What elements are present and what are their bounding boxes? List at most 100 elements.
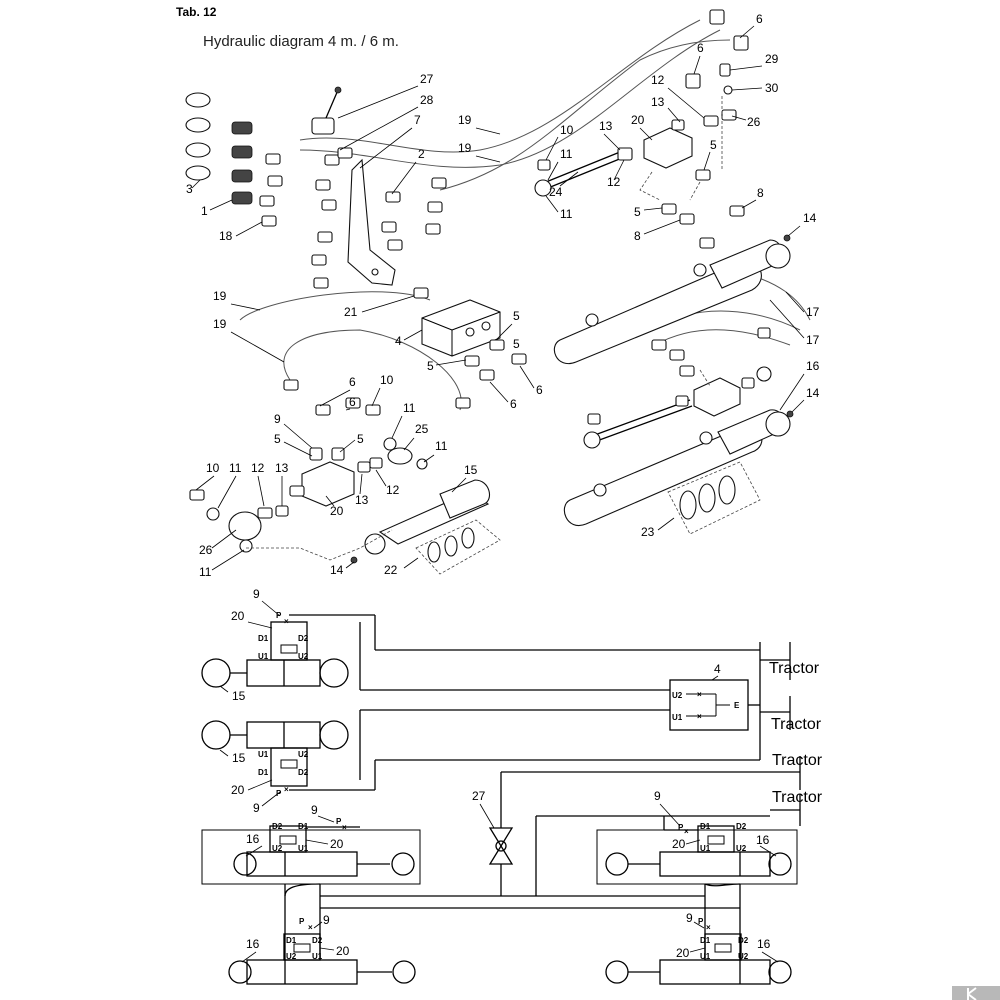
svg-text:12: 12 xyxy=(386,483,400,497)
svg-text:×: × xyxy=(284,785,289,794)
valve-block-4 xyxy=(413,287,527,409)
nipple-icon xyxy=(259,195,275,207)
svg-text:26: 26 xyxy=(747,115,761,129)
svg-text:11: 11 xyxy=(560,147,573,161)
svg-text:U2: U2 xyxy=(286,952,297,961)
svg-text:17: 17 xyxy=(806,333,820,347)
nipple-icon xyxy=(267,175,283,187)
svg-text:13: 13 xyxy=(599,119,613,133)
svg-text:9: 9 xyxy=(686,911,693,925)
svg-text:U2: U2 xyxy=(272,844,283,853)
svg-text:U1: U1 xyxy=(312,952,323,961)
nipple-icon xyxy=(261,215,277,227)
bracket-7 xyxy=(311,147,447,289)
tractor-label-3: Tractor xyxy=(772,752,823,769)
exploded-callouts: 27 28 7 2 19 19 3 1 18 19 19 21 4 xyxy=(186,12,820,579)
svg-text:U2: U2 xyxy=(298,652,309,661)
hydraulic-schematic: Tractor Tractor Tractor Tractor U2 U1 E … xyxy=(201,587,823,985)
check-valve-20-mid-right xyxy=(583,327,772,449)
svg-text:3: 3 xyxy=(186,182,193,196)
svg-text:16: 16 xyxy=(246,937,260,951)
svg-text:6: 6 xyxy=(510,397,517,411)
svg-text:1: 1 xyxy=(201,204,208,218)
hose-19e xyxy=(283,329,462,411)
svg-text:8: 8 xyxy=(757,186,764,200)
hose-clip-icon xyxy=(185,92,211,108)
seal-kit-22 xyxy=(415,519,501,575)
svg-text:U1: U1 xyxy=(700,952,711,961)
svg-text:11: 11 xyxy=(403,401,416,415)
svg-text:20: 20 xyxy=(631,113,645,127)
svg-text:2: 2 xyxy=(418,147,425,161)
schematic-tap-27: 27 xyxy=(472,771,770,896)
svg-text:U1: U1 xyxy=(700,844,711,853)
svg-text:12: 12 xyxy=(607,175,621,189)
svg-text:13: 13 xyxy=(275,461,289,475)
coupler-icon xyxy=(231,169,253,183)
svg-text:×: × xyxy=(284,617,289,626)
svg-text:10: 10 xyxy=(380,373,394,387)
svg-text:6: 6 xyxy=(349,375,356,389)
check-valve-20-left xyxy=(189,437,428,553)
svg-text:12: 12 xyxy=(251,461,265,475)
schematic-valve-4: U2 U1 E × × 4 xyxy=(669,642,761,760)
svg-text:11: 11 xyxy=(560,207,573,221)
svg-text:5: 5 xyxy=(710,138,717,152)
svg-text:24: 24 xyxy=(549,185,563,199)
left-fittings xyxy=(283,379,381,461)
svg-text:P: P xyxy=(336,817,342,826)
hose-19c xyxy=(439,39,731,191)
svg-text:U1: U1 xyxy=(298,844,309,853)
svg-text:20: 20 xyxy=(330,504,344,518)
schematic-cross-lines xyxy=(284,883,741,960)
svg-text:×: × xyxy=(308,923,313,932)
shutoff-tap-27 xyxy=(311,86,342,135)
svg-text:21: 21 xyxy=(344,305,358,319)
svg-text:20: 20 xyxy=(336,944,350,958)
svg-text:12: 12 xyxy=(651,73,665,87)
hose-19d xyxy=(239,291,431,321)
coupler-icon xyxy=(231,121,253,135)
schematic-cylinder-16-bottom-right: D1 D2 U1 U2 P × 9 16 20 xyxy=(605,911,792,985)
seal-kit-23 xyxy=(667,461,761,535)
svg-text:6: 6 xyxy=(756,12,763,26)
svg-text:18: 18 xyxy=(219,229,233,243)
tractor-connections: Tractor Tractor Tractor Tractor xyxy=(760,642,823,826)
schematic-cylinder-16-bottom-left: D1 D2 U2 U1 P × 9 16 20 xyxy=(228,913,416,985)
svg-text:×: × xyxy=(697,712,702,721)
svg-text:×: × xyxy=(684,827,689,836)
hose-clip-icon xyxy=(185,117,211,133)
svg-text:14: 14 xyxy=(803,211,817,225)
svg-text:U1: U1 xyxy=(258,652,269,661)
svg-text:P: P xyxy=(678,823,684,832)
svg-text:27: 27 xyxy=(420,72,434,86)
svg-text:15: 15 xyxy=(232,751,246,765)
tab-label: Tab. 12 xyxy=(176,5,217,19)
coupler-icon xyxy=(231,191,253,205)
svg-text:9: 9 xyxy=(323,913,330,927)
svg-text:25: 25 xyxy=(415,422,429,436)
svg-text:9: 9 xyxy=(253,801,260,815)
svg-text:16: 16 xyxy=(757,937,771,951)
svg-text:14: 14 xyxy=(806,386,820,400)
svg-text:20: 20 xyxy=(231,609,245,623)
svg-text:U2: U2 xyxy=(672,691,683,700)
svg-text:20: 20 xyxy=(676,946,690,960)
svg-text:D2: D2 xyxy=(298,768,309,777)
exploded-view: 27 28 7 2 19 19 3 1 18 19 19 21 4 xyxy=(185,9,820,579)
svg-text:D1: D1 xyxy=(286,936,297,945)
svg-text:U1: U1 xyxy=(672,713,683,722)
svg-text:19: 19 xyxy=(458,113,472,127)
svg-text:16: 16 xyxy=(806,359,820,373)
svg-text:9: 9 xyxy=(253,587,260,601)
svg-text:7: 7 xyxy=(414,113,421,127)
svg-text:27: 27 xyxy=(472,789,486,803)
svg-text:17: 17 xyxy=(806,305,820,319)
svg-text:20: 20 xyxy=(672,837,686,851)
svg-text:×: × xyxy=(706,923,711,932)
svg-text:19: 19 xyxy=(213,317,227,331)
svg-text:5: 5 xyxy=(513,337,520,351)
svg-text:26: 26 xyxy=(199,543,213,557)
svg-text:6: 6 xyxy=(349,395,356,409)
